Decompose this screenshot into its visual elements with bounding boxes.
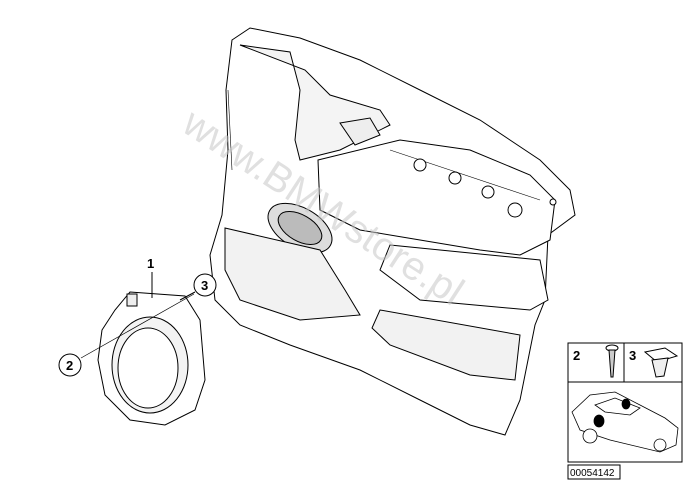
callout-2: 2 — [58, 293, 195, 377]
part-code-box: 00054142 — [567, 464, 621, 480]
svg-text:1: 1 — [147, 256, 154, 271]
speaker-housing — [97, 291, 206, 426]
door-trim-panel — [209, 27, 576, 436]
svg-text:00054142: 00054142 — [570, 468, 615, 479]
inset-screw-label: 2 — [573, 348, 580, 363]
screw-icon — [605, 344, 619, 378]
car-location-icon — [571, 391, 679, 453]
svg-text:3: 3 — [201, 278, 208, 293]
clip-nut-icon — [643, 347, 679, 378]
callout-1: 1 — [147, 256, 154, 298]
callout-3: 3 — [179, 273, 217, 301]
inset-clip-label: 3 — [629, 348, 636, 363]
svg-text:2: 2 — [66, 358, 73, 373]
